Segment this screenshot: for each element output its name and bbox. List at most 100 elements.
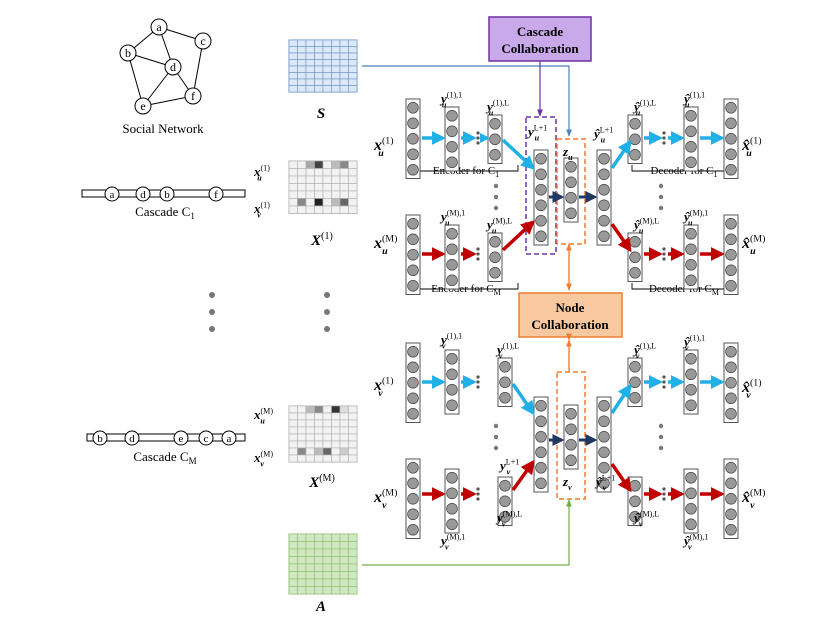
layer-hxum-unit: [725, 233, 737, 246]
matrix-s-cell: [331, 52, 341, 60]
layer-yuL1-unit: [535, 215, 547, 227]
svg-text:a: a: [110, 189, 115, 201]
matrix-s-cell: [314, 85, 324, 93]
label-zv: zv: [562, 474, 572, 492]
matrix-x1-cell: [288, 175, 298, 184]
layer-hyuM1-unit: [685, 228, 697, 240]
layer-yv1L-unit: [499, 376, 511, 389]
layer-hyuML-unit: [629, 251, 641, 264]
graph-node-f: f: [184, 87, 202, 105]
matrix-xm-cell: [331, 454, 341, 463]
layer-yu1L-unit: [489, 149, 501, 161]
svg-text:b: b: [164, 189, 170, 201]
matrix-s-cell: [339, 59, 349, 67]
ellipsis-v-enc: [493, 423, 499, 429]
arrow-hyvL1-hyv1L: [610, 383, 632, 414]
layer-yvM1-unit: [446, 503, 458, 515]
ellipsis-u-dec: [658, 205, 664, 211]
ellipsis-u-enc: [493, 183, 499, 189]
matrix-x1-cell: [331, 168, 341, 177]
layer-xu1-unit: [407, 133, 419, 145]
matrix-a-cell: [331, 578, 341, 587]
layer-xv1-unit: [407, 377, 419, 389]
matrix-s-cell: [314, 59, 324, 67]
matrix-s-cell: [288, 65, 298, 73]
matrix-xm-cell: [288, 433, 298, 442]
matrix-a-cell: [348, 571, 358, 580]
matrix-xm-cell: [331, 412, 341, 421]
layer-yv11-unit: [446, 368, 458, 381]
encoder-label-um: Encoder for CM: [431, 283, 500, 297]
matrix-xm-cell: [314, 405, 324, 414]
cascade-c1-node-1: a: [104, 186, 120, 202]
matrix-a-cell: [339, 541, 349, 550]
layer-yvL1-unit: [535, 477, 547, 490]
matrix-a-cell: [331, 541, 341, 550]
svg-text:a: a: [227, 433, 232, 445]
matrix-xm-cell: [288, 412, 298, 421]
matrix-s-label: S: [317, 106, 325, 122]
label-hxum: x̂(M)u: [741, 233, 765, 256]
graph-node-b: b: [119, 44, 137, 62]
matrix-x1: [288, 160, 358, 214]
matrix-xm-cell: [305, 419, 315, 428]
matrix-a-cell: [297, 578, 307, 587]
layer-xvm-unit: [407, 493, 419, 505]
matrix-xm-cell: [348, 426, 358, 435]
layer-yv11-unit: [446, 384, 458, 396]
svg-text:c: c: [204, 433, 209, 445]
ellipsis-v-enc: [493, 434, 499, 440]
matrix-xm-cell: [288, 454, 298, 463]
encoder-label-u1: Encoder for C1: [433, 165, 499, 179]
ellipsis-yvm: [476, 497, 480, 501]
layer-hyuL1-unit: [598, 199, 610, 212]
layer-hxvm-unit: [725, 508, 737, 521]
layer-hyuL1-unit: [598, 168, 610, 181]
matrix-a-cell: [331, 548, 341, 557]
matrix-s-cell: [314, 72, 324, 80]
matrix-x1-cell: [288, 198, 298, 207]
matrix-a-cell: [288, 571, 298, 580]
layer-hyv11-unit: [685, 368, 697, 381]
svg-text:c: c: [200, 34, 205, 48]
matrix-x1-cell: [297, 160, 307, 169]
matrix-x1-cell: [305, 190, 315, 199]
layer-hyv11-unit: [685, 384, 697, 396]
svg-text:b: b: [125, 46, 131, 60]
matrix-s-cell: [305, 59, 315, 67]
matrix-a-cell: [288, 533, 298, 542]
svg-text:Collaboration: Collaboration: [531, 317, 609, 332]
matrix-xm-cell: [297, 454, 307, 463]
matrix-xm-cell: [297, 433, 307, 442]
layer-xv1-unit: [407, 361, 419, 374]
cascade-c1-label: Cascade C1: [135, 204, 195, 221]
matrix-xm-cell: [288, 440, 298, 449]
layer-hyuL1-unit: [598, 215, 610, 227]
matrix-a-cell: [339, 578, 349, 587]
layer-hyu11-unit: [685, 125, 697, 137]
layer-yuML-unit: [489, 267, 501, 279]
matrix-x1-cell: [297, 190, 307, 199]
layer-yuML-unit: [489, 251, 501, 264]
matrix-x1-cell: [314, 168, 324, 177]
layer-hyvML-unit: [629, 495, 641, 508]
matrix-s-cell: [331, 72, 341, 80]
layer-yvM1: [444, 468, 460, 534]
layer-xu1-unit: [407, 101, 419, 114]
cascade-dashed-box: [525, 116, 557, 255]
connector-lines: [362, 61, 572, 566]
matrix-a-cell: [322, 556, 332, 565]
matrix-a-cell: [331, 533, 341, 542]
layer-hyvM1-unit: [685, 472, 697, 484]
matrix-s-cell: [288, 52, 298, 60]
matrix-xm-cell: [348, 454, 358, 463]
layer-yvL1-unit: [535, 400, 547, 412]
layer-hxv1-unit: [725, 392, 737, 405]
